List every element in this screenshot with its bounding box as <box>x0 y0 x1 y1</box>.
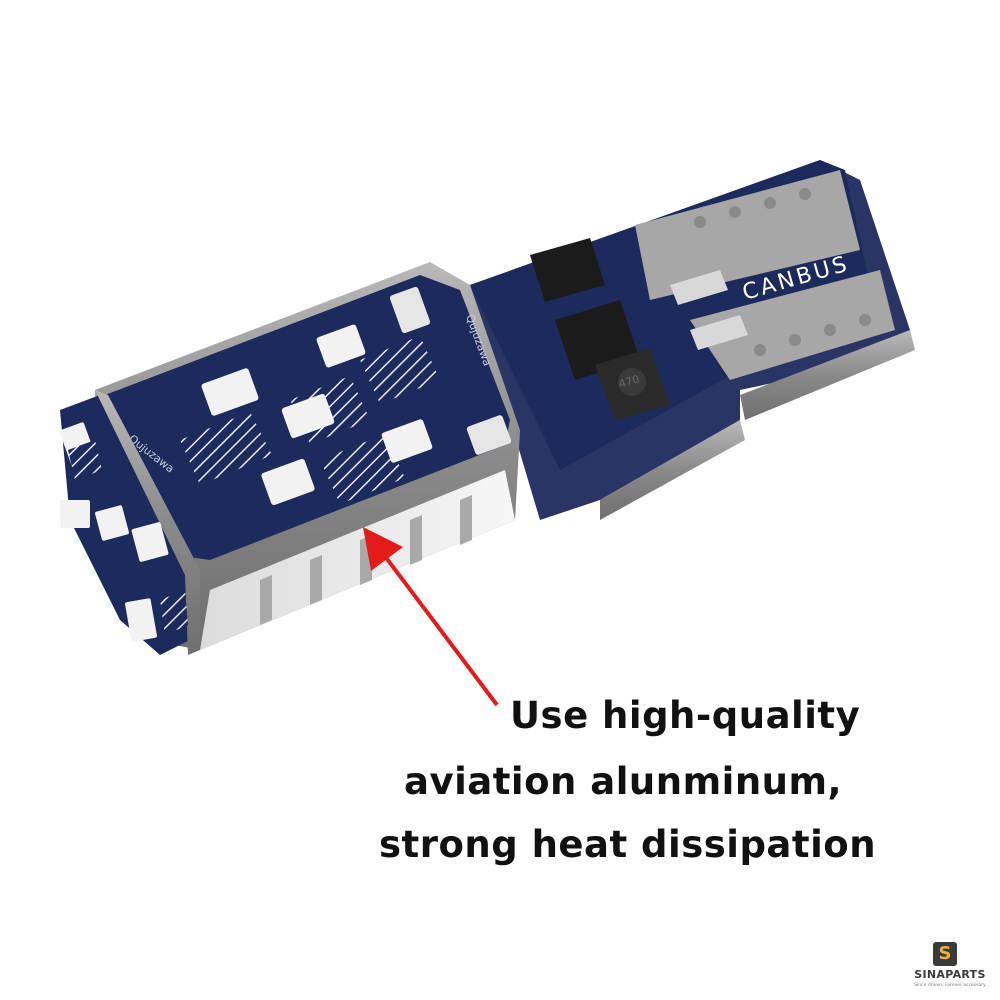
logo-name: SINAPARTS <box>914 968 986 981</box>
front-face <box>59 390 200 655</box>
wedge-base <box>470 160 915 520</box>
logo-tagline: Since driven, Forever accessory <box>914 983 986 988</box>
pointer-arrow <box>362 527 499 707</box>
sinaparts-logo: S SINAPARTS Since driven, Forever access… <box>905 942 995 998</box>
caption-line-2: aviation alunminum, <box>404 760 843 803</box>
top-pcb <box>105 275 512 560</box>
inductor-code: 470 <box>617 373 641 391</box>
caption-line-1: Use high-quality <box>510 694 861 737</box>
logo-badge-icon: S <box>933 942 957 966</box>
caption-line-3: strong heat dissipation <box>379 823 877 866</box>
